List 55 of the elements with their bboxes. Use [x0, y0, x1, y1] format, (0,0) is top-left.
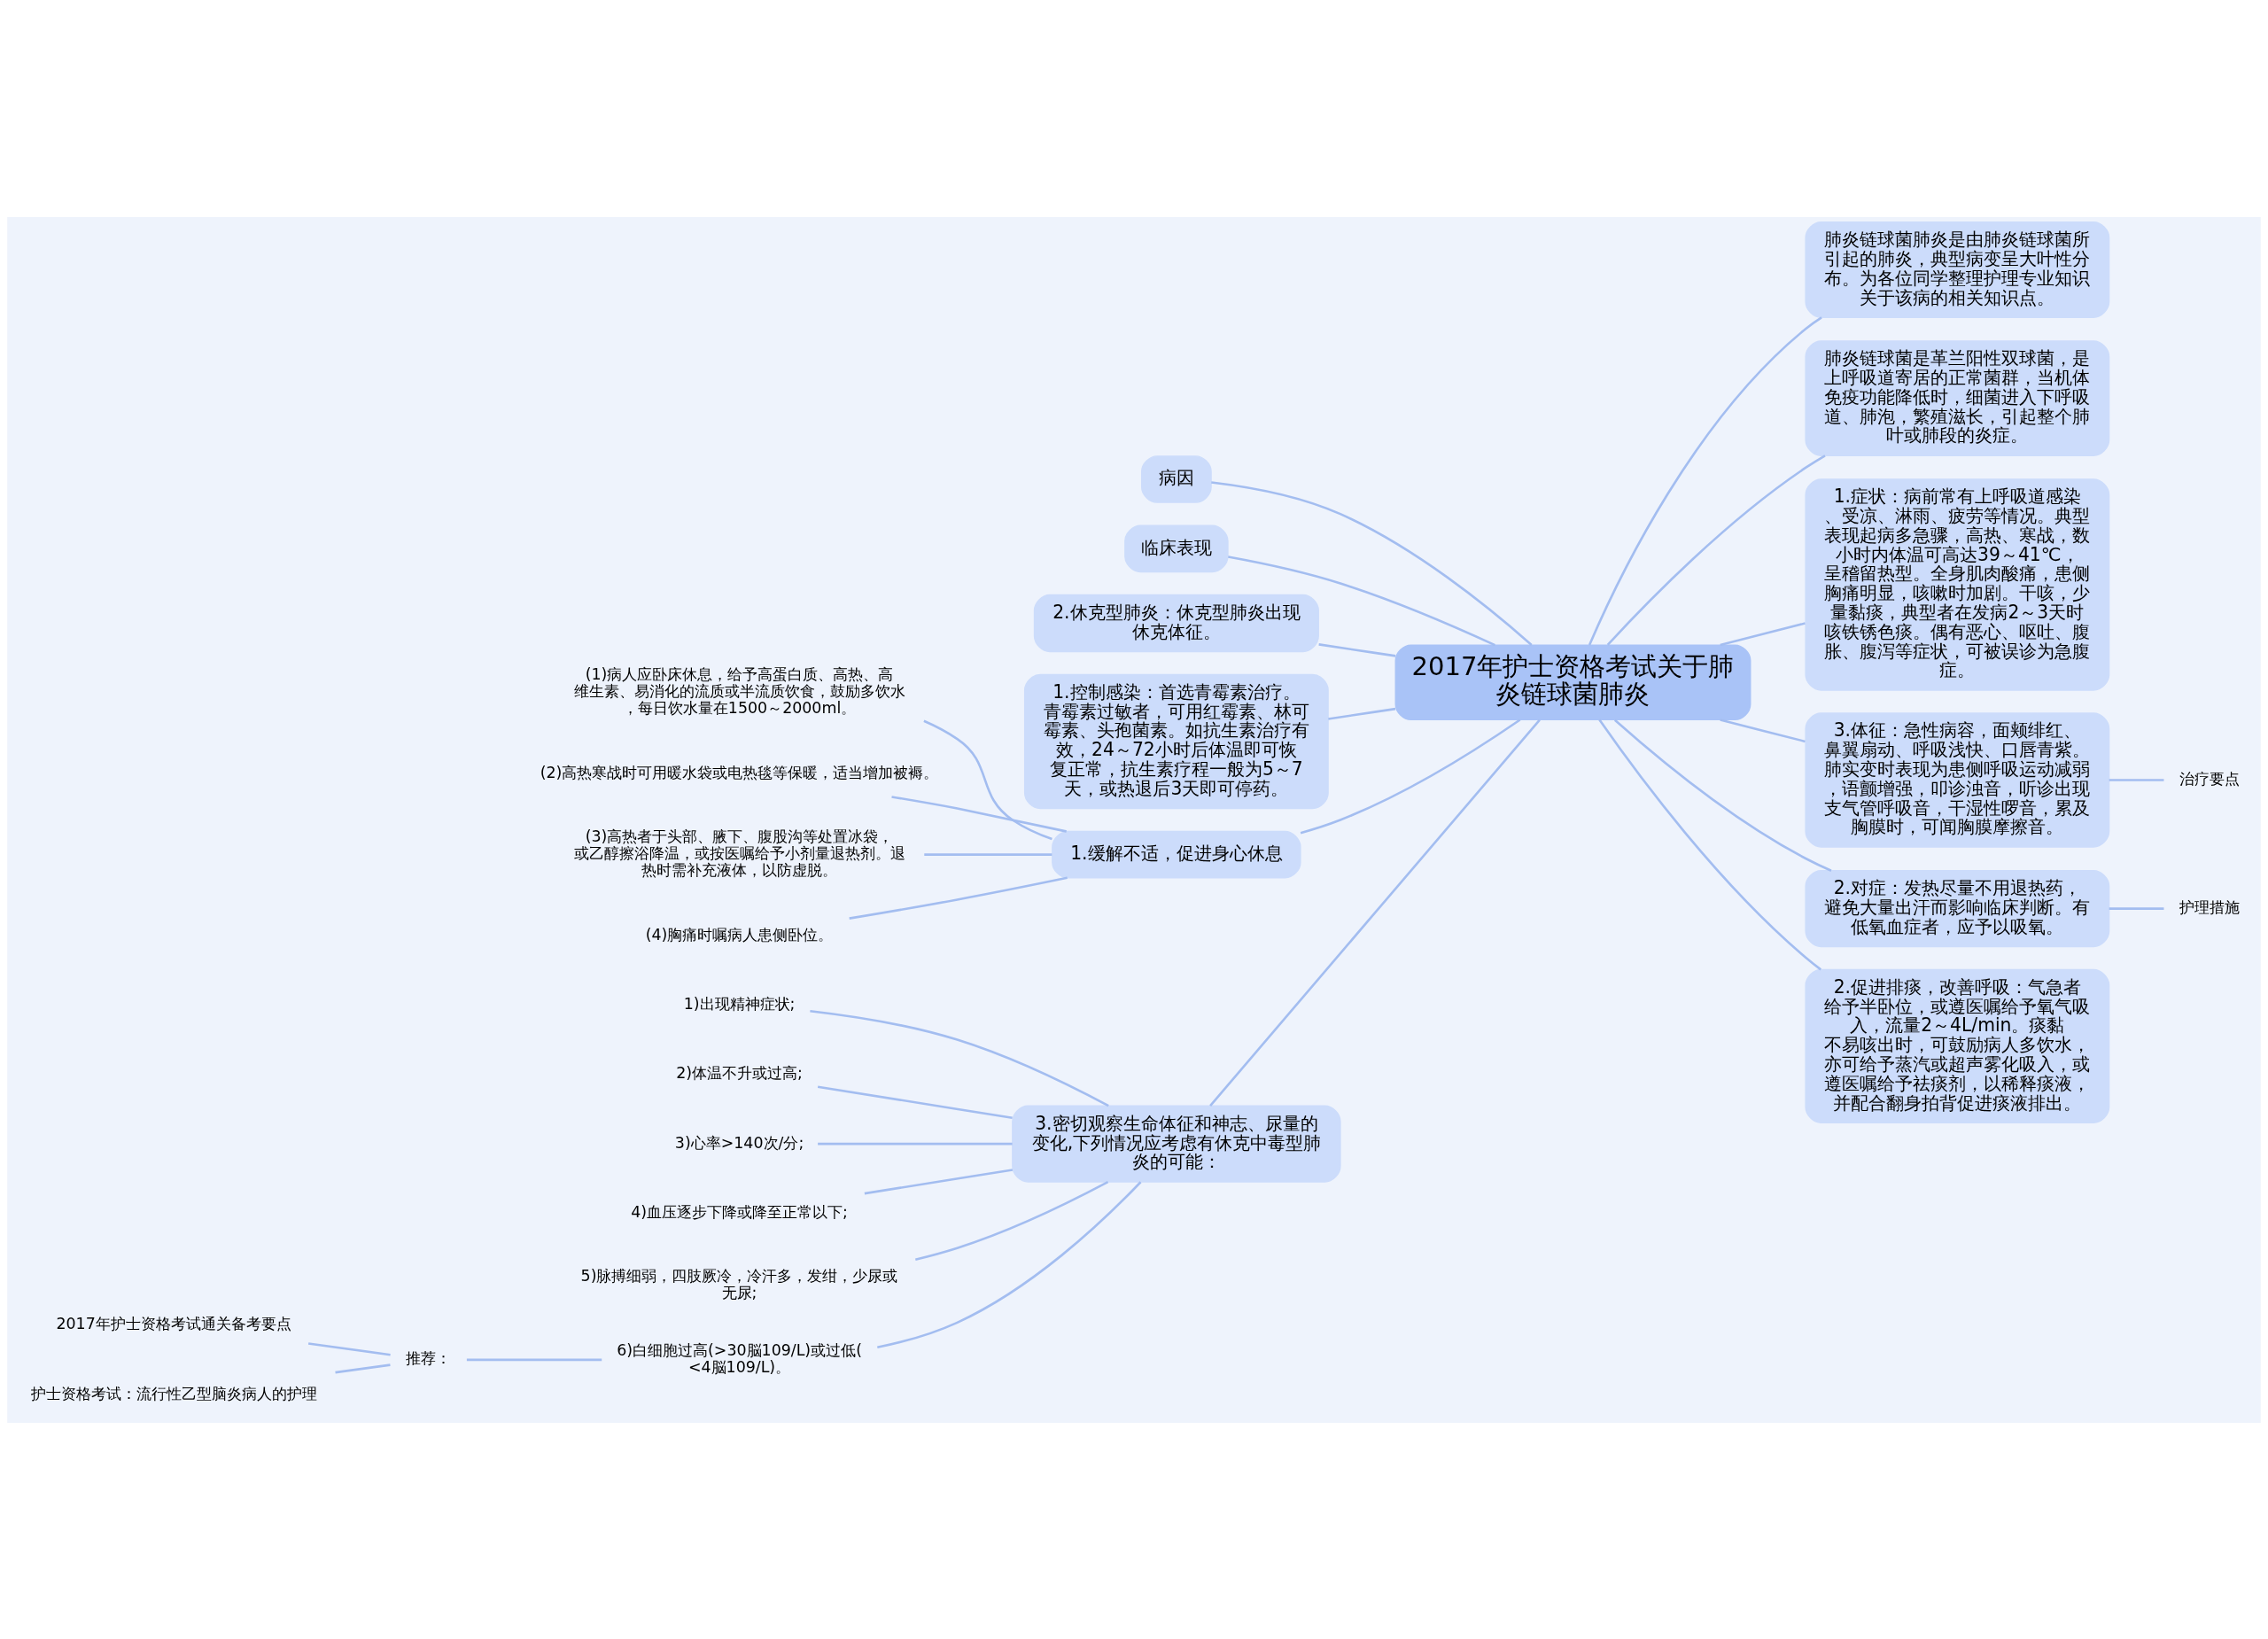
node-text: 4)血压逐步下降或降至正常以下; — [631, 1202, 848, 1221]
node-text: 治疗要点 — [2179, 769, 2241, 788]
connector — [1211, 480, 1533, 646]
connector — [1318, 642, 1396, 657]
node-box: 肺炎链球菌是革兰阳性双球菌，是上呼吸道寄居的正常菌群，当机体免疫功能降低时，细菌进入下呼吸道、肺泡，繁殖滋长，引起整个肺叶或肺段的炎症。 — [1805, 339, 2110, 456]
node-box: 病因 — [1141, 454, 1212, 503]
node-box: 2.休克型肺炎：休克型肺炎出现休克体征。 — [1033, 594, 1319, 652]
node-text: 2017年护士资格考试通关备考要点 — [56, 1314, 291, 1332]
node-text: (2)高热寒战时可用暖水袋或电热毯等保暖，适当增加被褥。 — [540, 763, 939, 781]
node-box: 2.对症：发热尽量不用退热药，避免大量出汗而影响临床判断。有低氧血症者，应予以吸氧。 — [1805, 869, 2110, 947]
connector — [877, 1180, 1142, 1348]
connector — [849, 876, 1068, 920]
node-text: 1)出现精神症状; — [683, 994, 796, 1013]
node-box: 3.密切观察生命体征和神志、尿量的变化,下列情况应考虑有休克中毒型肺炎的可能： — [1012, 1105, 1341, 1183]
node-text: (4)胸痛时嘱病人患侧卧位。 — [645, 925, 834, 944]
connector — [335, 1363, 391, 1373]
node-text: 护士资格考试：流行性乙型脑炎病人的护理 — [30, 1384, 317, 1402]
node-text: 2)体温不升或过高; — [676, 1063, 803, 1082]
node-text: (1)病人应卧床休息，给予高蛋白质、高热、高维生素、易消化的流质或半流质饮食，鼓励多饮水，每日饮水量在1500～2000ml。 — [573, 664, 905, 717]
node-box: 1.控制感染：首选青霉素治疗。青霉素过敏者，可用红霉素、林可霉素、头孢菌素。如抗生素治疗有效，24～72小时后体温即可恢复正常，抗生素疗程一般为5～7天，或热退后3天即可停药。 — [1023, 673, 1329, 809]
connector — [864, 1168, 1014, 1194]
node-text: 3)心率>140次/分; — [674, 1133, 804, 1152]
node-box: 2.促进排痰，改善呼吸：气急者给予半卧位，或遵医嘱给予氧气吸入，流量2～4L/min。痰黏不易咳出时，可鼓励病人多饮水，亦可给予蒸汽或超声雾化吸入，或遵医嘱给予祛痰剂，以稀释痰液，并配合翻身拍背促进痰液排出。 — [1805, 968, 2110, 1123]
connector — [1613, 719, 1832, 872]
connector — [2109, 778, 2164, 781]
connector — [1300, 718, 1521, 834]
node-text: 6)白细胞过高(>30脳109/L)或过低(<4脳109/L)。 — [617, 1340, 862, 1376]
connector — [1328, 707, 1396, 720]
connector — [1720, 718, 1806, 742]
connector — [1588, 315, 1822, 645]
connector — [817, 1084, 1013, 1119]
connector — [2109, 906, 2164, 910]
connector — [891, 795, 1067, 833]
node-box: 1.缓解不适，促进身心休息 — [1052, 830, 1301, 878]
node-box: 3.体征：急性病容，面颊绯红、鼻翼扇动、呼吸浅快、口唇青紫。肺实变时表现为患侧呼吸运动减弱，语颤增强，叩诊浊音，听诊出现支气管呼吸音，干湿性啰音，累及胸膜时，可闻胸膜摩擦音。 — [1805, 711, 2110, 848]
connector — [915, 1180, 1109, 1261]
connector — [924, 852, 1052, 856]
connector — [1209, 719, 1541, 1107]
node-box: 肺炎链球菌肺炎是由肺炎链球菌所引起的肺炎，典型病变呈大叶性分布。为各位同学整理护理专业知识关于该病的相关知识点。 — [1805, 221, 2110, 318]
node-text: 推荐： — [405, 1348, 451, 1367]
connector — [923, 719, 1052, 840]
connector — [1598, 719, 1822, 970]
node-text: (3)高热者于头部、腋下、腹股沟等处置冰袋，或乙醇擦浴降温，或按医嘱给予小剂量退热剂。退热时需补充液体，以防虚脱。 — [573, 827, 905, 879]
node-text: 护理措施 — [2179, 897, 2241, 916]
connector — [810, 1009, 1109, 1107]
node-box: 2017年护士资格考试关于肺炎链球菌肺炎 — [1394, 643, 1751, 720]
connector — [466, 1358, 602, 1361]
node-text: 5)脉搏细弱，四肢厥冷，冷汗多，发绀，少尿或无尿; — [580, 1266, 898, 1301]
connector — [818, 1142, 1013, 1145]
connector — [307, 1341, 391, 1355]
connector — [1228, 555, 1495, 646]
node-box: 1.症状：病前常有上呼吸道感染、受凉、淋雨、疲劳等情况。典型表现起病多急骤，高热、寒战，数小时内体温可高达39～41℃，呈稽留热型。全身肌肉酸痛，患侧胸痛明显，咳嗽时加剧。干咳，少量黏痰，典型者在发病2～3天时咳铁锈色痰。偶有恶心、呕吐、腹胀、腹泻等症状，可被误诊为急腹症。 — [1805, 478, 2110, 691]
connector — [1606, 454, 1826, 646]
connector — [1720, 621, 1806, 646]
node-box: 临床表现 — [1124, 524, 1229, 572]
